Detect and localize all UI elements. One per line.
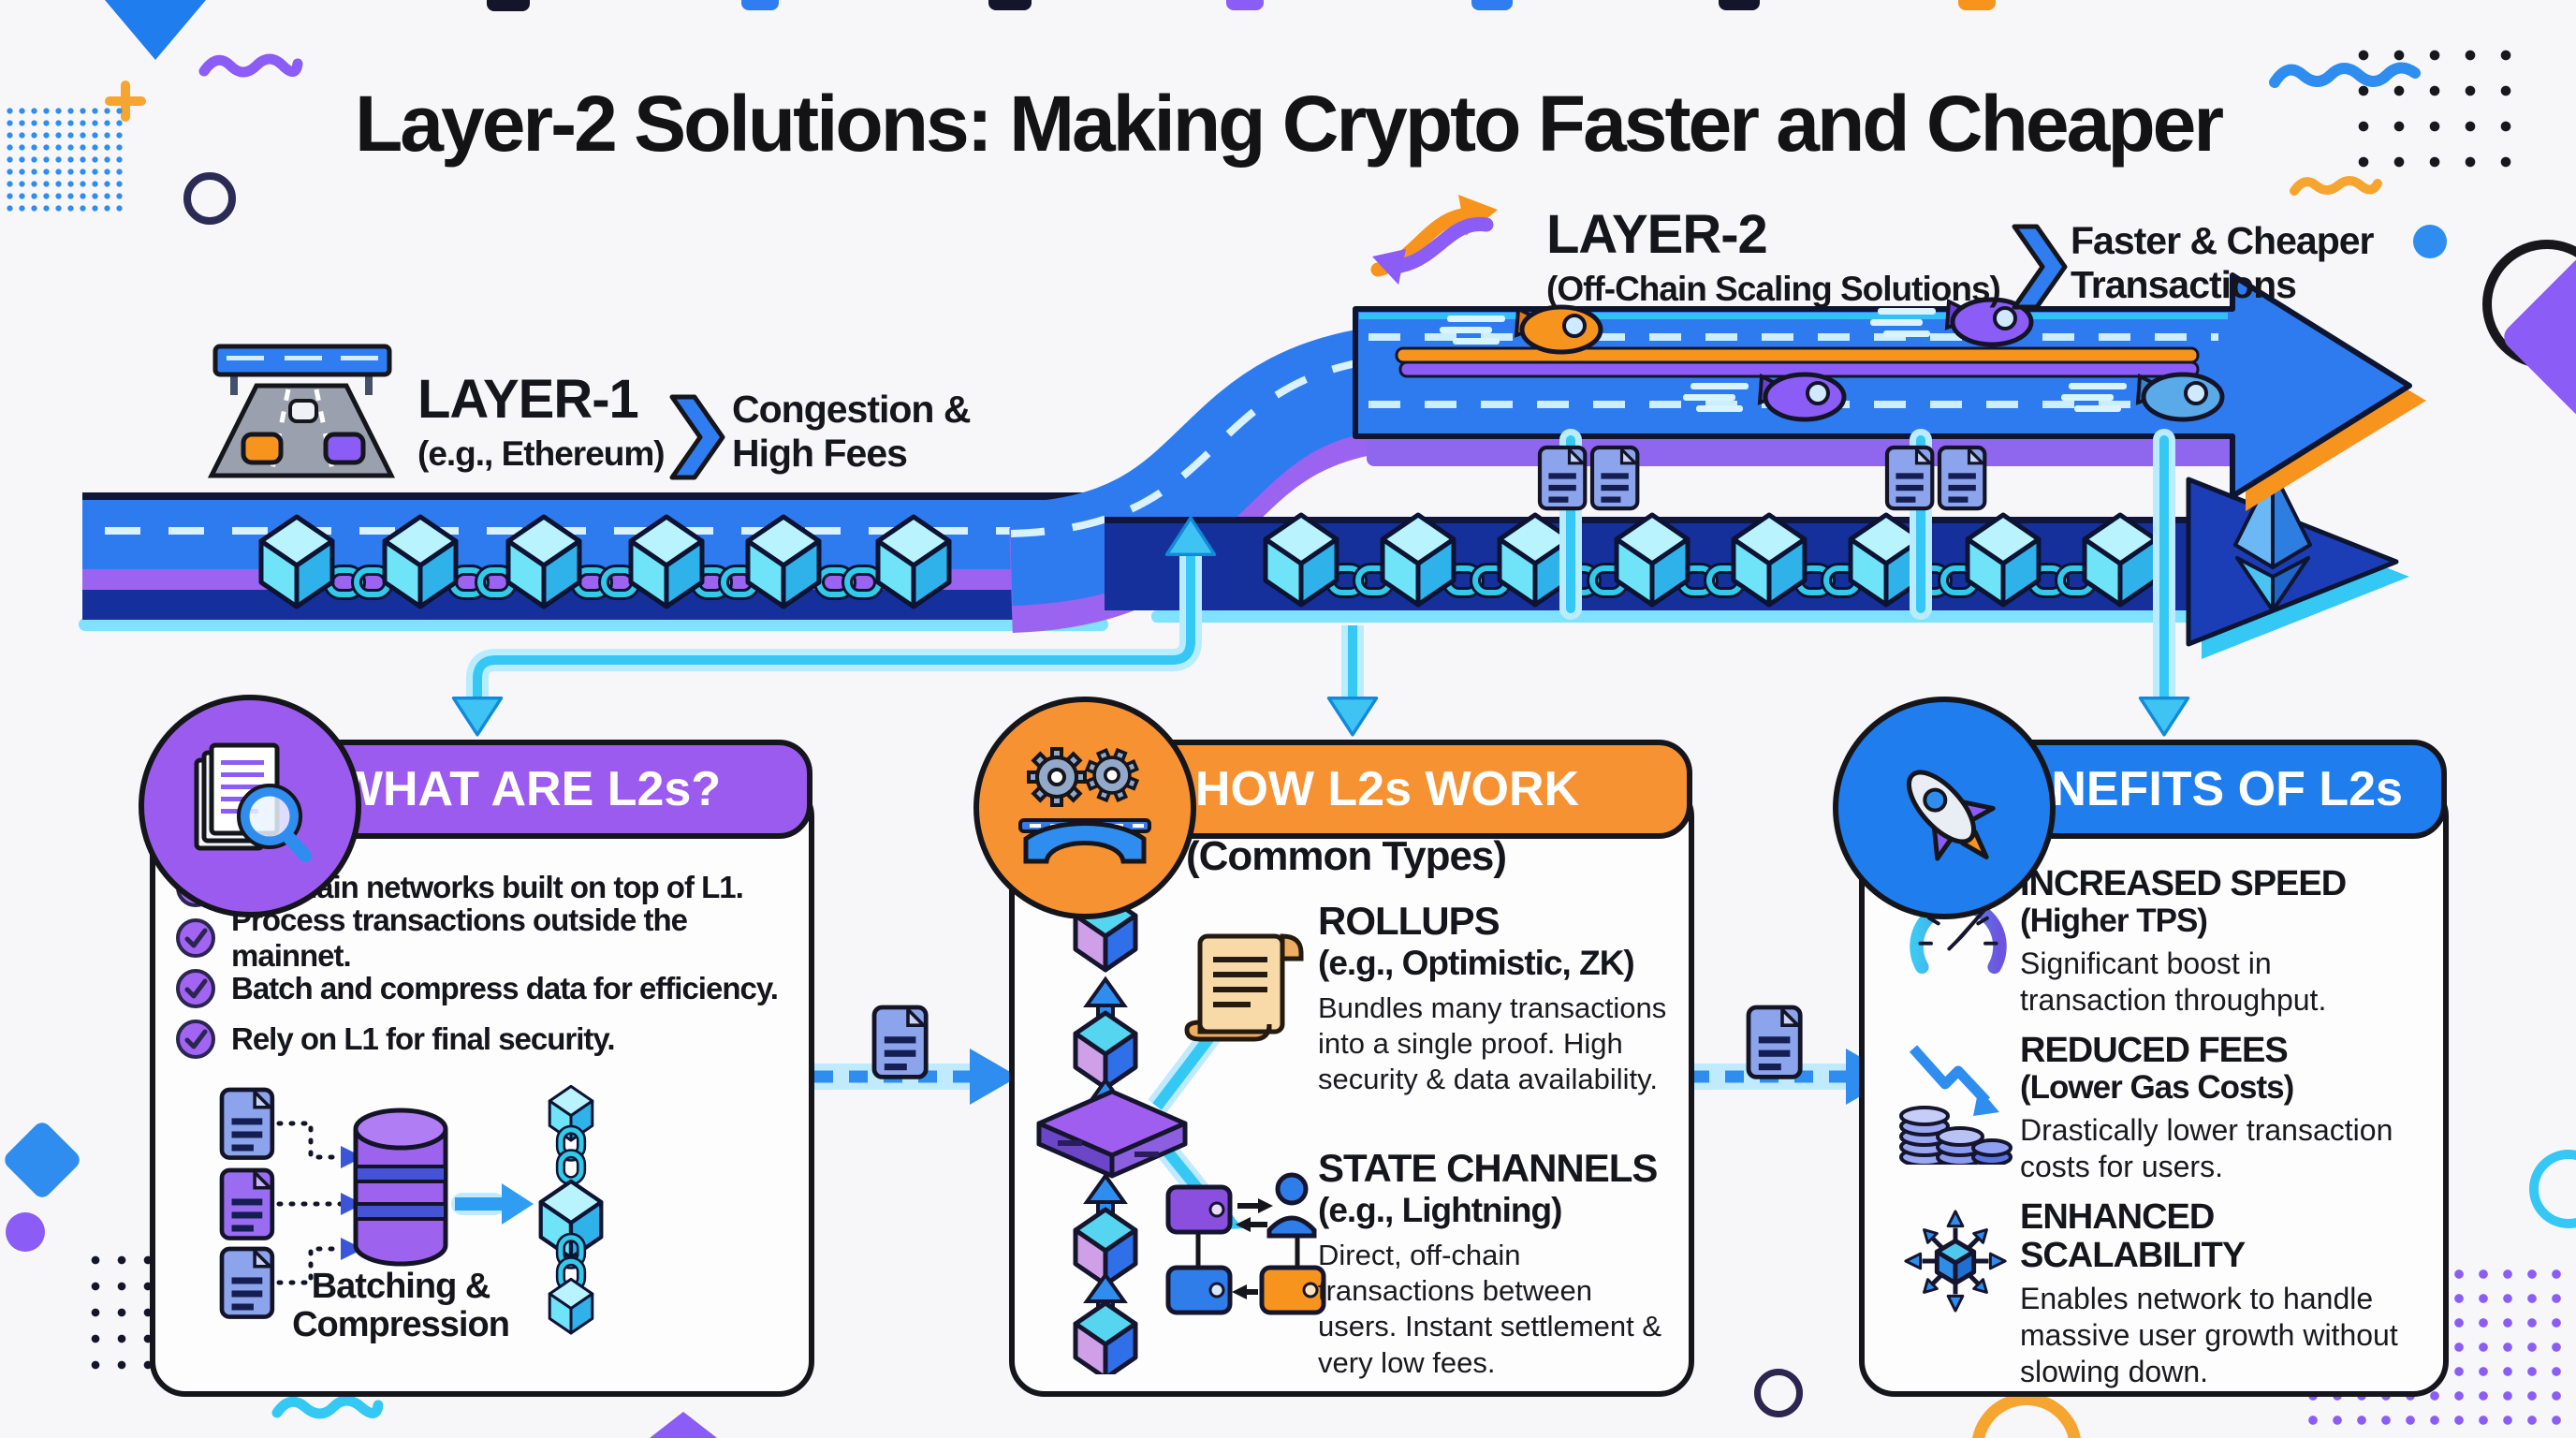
layer1-outcome-line2: High Fees bbox=[732, 432, 908, 476]
check-icon bbox=[176, 969, 215, 1008]
type-state-channels: STATE CHANNELS (e.g., Lightning) Direct,… bbox=[1318, 1146, 1676, 1381]
dot-decoration bbox=[6, 1212, 45, 1252]
layer2-outcome: Faster & Cheaper Transactions bbox=[2071, 219, 2375, 307]
rocket-orange bbox=[1440, 304, 1603, 355]
highway-icon bbox=[207, 344, 396, 478]
coins-fees-icon bbox=[1899, 1045, 2012, 1165]
benefit-description: Enables network to handle massive user g… bbox=[2020, 1282, 2398, 1389]
dot-decoration bbox=[2413, 225, 2447, 258]
how-header-icon-circle bbox=[973, 697, 1196, 919]
squiggle-decoration bbox=[198, 53, 303, 78]
top-strip-mark bbox=[988, 0, 1032, 10]
layer1-outcome: Congestion & High Fees bbox=[732, 388, 971, 476]
layer2-outcome-line1: Faster & Cheaper bbox=[2071, 219, 2375, 262]
layer1-outcome-line1: Congestion & bbox=[732, 388, 971, 431]
rocket-icon bbox=[1906, 770, 1996, 861]
dot-grid-decoration bbox=[4, 105, 127, 217]
type-example: (e.g., Optimistic, ZK) bbox=[1318, 944, 1635, 983]
benefit-description: Drastically lower transaction costs for … bbox=[2020, 1112, 2393, 1183]
benefit-reduced-fees: REDUCED FEES (Lower Gas Costs) Drastical… bbox=[2020, 1031, 2424, 1185]
top-strip-mark bbox=[1471, 0, 1513, 10]
bullet-text: Process transactions outside the mainnet… bbox=[231, 902, 688, 973]
what-header-icon-circle bbox=[139, 695, 361, 917]
layer2-label: LAYER-2 (Off-Chain Scaling Solutions) bbox=[1546, 204, 2001, 309]
chevron-icon bbox=[669, 394, 725, 480]
top-strip-mark bbox=[487, 0, 530, 11]
triangle-decoration bbox=[105, 0, 206, 60]
check-icon bbox=[176, 1020, 215, 1059]
benefit-enhanced-scalability: ENHANCED SCALABILITY Enables network to … bbox=[2020, 1197, 2424, 1390]
top-strip-mark bbox=[1226, 0, 1264, 10]
top-strip-mark bbox=[741, 0, 779, 10]
state-channel-icon bbox=[1165, 1172, 1326, 1315]
chevron-icon bbox=[2012, 224, 2068, 310]
benefit-description: Significant boost in transaction through… bbox=[2020, 946, 2327, 1017]
rocket-purple bbox=[1870, 297, 2034, 347]
half-circle-decoration bbox=[2529, 1150, 2576, 1228]
layer1-name: LAYER-1 bbox=[417, 369, 639, 430]
benefit-increased-speed: INCREASED SPEED (Higher TPS) Significant… bbox=[2020, 864, 2424, 1019]
layer1-subtitle: (e.g., Ethereum) bbox=[417, 434, 666, 473]
rollup-flow-diagram bbox=[1036, 891, 1326, 1374]
rocket-blue bbox=[2061, 372, 2225, 422]
benefit-name: INCREASED SPEED bbox=[2020, 864, 2347, 903]
type-description: Bundles many transactions into a single … bbox=[1318, 990, 1667, 1096]
layer2-name: LAYER-2 bbox=[1546, 204, 1768, 265]
type-rollups: ROLLUPS (e.g., Optimistic, ZK) Bundles m… bbox=[1318, 899, 1676, 1098]
batching-caption-line1: Batching & bbox=[311, 1267, 491, 1306]
batching-diagram bbox=[168, 1084, 637, 1335]
layer2-subtitle: (Off-Chain Scaling Solutions) bbox=[1546, 270, 2001, 308]
benefits-header-icon-circle bbox=[1833, 697, 2056, 919]
bullet-text: Rely on L1 for final security. bbox=[231, 1021, 615, 1056]
how-subheader: (Common Types) bbox=[1185, 833, 1507, 879]
scroll-icon bbox=[1184, 933, 1304, 1042]
list-item: Batch and compress data for efficiency. bbox=[174, 963, 783, 1014]
list-item: Process transactions outside the mainnet… bbox=[174, 902, 783, 973]
type-example: (e.g., Lightning) bbox=[1318, 1191, 1562, 1230]
type-description: Direct, off-chain transactions between u… bbox=[1318, 1238, 1662, 1379]
swap-arrows-icon bbox=[1370, 195, 1498, 285]
circle-decoration bbox=[183, 172, 236, 225]
triangle-decoration bbox=[650, 1412, 717, 1438]
scalability-icon bbox=[1904, 1210, 2007, 1313]
type-name: STATE CHANNELS bbox=[1318, 1146, 1658, 1190]
benefit-example: (Higher TPS) bbox=[2020, 902, 2208, 940]
benefit-name: ENHANCED SCALABILITY bbox=[2020, 1197, 2246, 1276]
circle-decoration bbox=[1754, 1369, 1803, 1417]
squiggle-decoration bbox=[271, 1395, 384, 1419]
dot-grid-decoration bbox=[2346, 37, 2520, 176]
benefit-name: REDUCED FEES bbox=[2020, 1031, 2289, 1070]
documents-magnifier-icon bbox=[194, 742, 312, 862]
top-strip-mark bbox=[1719, 0, 1760, 10]
list-item: Rely on L1 for final security. bbox=[174, 1014, 783, 1064]
layer2-outcome-line2: Transactions bbox=[2071, 263, 2297, 307]
rocket-purple bbox=[1683, 372, 1847, 422]
batching-caption: Batching & Compression bbox=[270, 1267, 532, 1345]
check-icon bbox=[176, 918, 215, 958]
squiggle-decoration bbox=[2290, 176, 2382, 196]
top-strip-mark bbox=[1958, 0, 1996, 10]
bullet-text: Batch and compress data for efficiency. bbox=[231, 971, 779, 1005]
gears-bridge-icon bbox=[1018, 747, 1151, 864]
type-name: ROLLUPS bbox=[1318, 899, 1500, 943]
page-title: Layer-2 Solutions: Making Crypto Faster … bbox=[354, 80, 2224, 168]
benefit-example: (Lower Gas Costs) bbox=[2020, 1069, 2294, 1107]
batching-caption-line2: Compression bbox=[292, 1305, 510, 1345]
layer1-label: LAYER-1 (e.g., Ethereum) bbox=[417, 369, 666, 474]
